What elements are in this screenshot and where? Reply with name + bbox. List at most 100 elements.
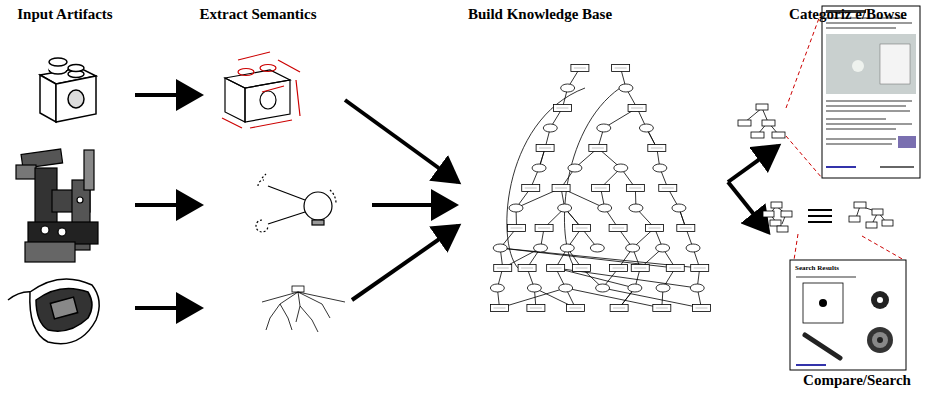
graph-oval [568, 164, 582, 172]
graph-box [610, 305, 628, 312]
graph-oval [597, 124, 611, 132]
graph-oval [656, 244, 670, 252]
graph-box [547, 265, 565, 272]
column-heading: Compare/Search [803, 372, 911, 389]
column-heading: Categoriz e/Bowse [789, 6, 907, 23]
graph-box-text [612, 228, 624, 229]
column-heading: Build Knowledge Base [468, 6, 612, 23]
graph-oval [558, 204, 572, 212]
graph-box [589, 145, 607, 152]
graph-oval [629, 204, 643, 212]
graph-box [648, 145, 666, 152]
graph-box [631, 265, 649, 272]
graph-oval [690, 284, 704, 292]
browse-thumbnail [822, 6, 920, 178]
graph-box-text [613, 268, 625, 269]
graph-box [691, 265, 709, 272]
graph-box [522, 185, 540, 192]
knowledge-graph [490, 65, 710, 312]
tree-icon [738, 104, 785, 138]
flow-arrow [135, 95, 200, 308]
joint-sketch [256, 174, 336, 232]
graph-box [535, 225, 553, 232]
graph-nodes [490, 65, 710, 312]
graph-box [536, 145, 554, 152]
graph-box [518, 265, 536, 272]
graph-oval [560, 244, 574, 252]
diverge-arrow [728, 146, 778, 232]
graph-box-text [629, 188, 641, 189]
graph-box-text [656, 308, 668, 309]
graph-oval [509, 204, 523, 212]
graph-oval [656, 284, 670, 292]
graph-box-text [555, 188, 567, 189]
graph-box-text [613, 308, 625, 309]
graph-oval [614, 164, 628, 172]
graph-box-text [576, 268, 588, 269]
graph-oval [628, 284, 642, 292]
graph-box-text [494, 308, 506, 309]
graph-box [566, 305, 584, 312]
graph-box-text [680, 228, 692, 229]
graph-oval [493, 244, 507, 252]
graph-box-text [574, 68, 586, 69]
zoom-line [786, 136, 822, 178]
graph-oval [653, 164, 667, 172]
graph-box [508, 225, 526, 232]
graph-box-text [556, 108, 568, 109]
graph-oval [534, 244, 548, 252]
graph-box-text [615, 68, 627, 69]
graph-box [626, 185, 644, 192]
graph-box [628, 105, 646, 112]
graph-box [692, 305, 710, 312]
zoom-line [862, 236, 904, 260]
graph-box-text [511, 228, 523, 229]
graph-oval [543, 124, 557, 132]
zoom-line [786, 10, 822, 108]
graph-oval [532, 164, 546, 172]
zoom-line [794, 234, 798, 260]
graph-box [592, 185, 610, 192]
graph-box-text [569, 308, 581, 309]
graph-links [497, 68, 701, 308]
graph-box-text [651, 148, 663, 149]
graph-box-text [669, 268, 681, 269]
graph-compare [763, 202, 893, 232]
graph-box [677, 225, 695, 232]
graph-oval [639, 124, 653, 132]
graph-box [527, 305, 545, 312]
graph-box [653, 305, 671, 312]
graph-link [564, 88, 620, 268]
graph-box [609, 225, 627, 232]
graph-oval [672, 204, 686, 212]
converge-arrow [345, 100, 458, 300]
lego-brick [40, 58, 96, 122]
attribute-tree [262, 286, 345, 332]
graph-box [573, 265, 591, 272]
graph-box-text [539, 148, 551, 149]
graph-box-text [694, 268, 706, 269]
graph-oval [598, 204, 612, 212]
graph-box-text [634, 268, 646, 269]
graph-box [646, 225, 664, 232]
graph-oval [590, 244, 604, 252]
graph-box-text [576, 228, 588, 229]
graph-box [491, 305, 509, 312]
graph-box [659, 185, 677, 192]
graph-box-text [530, 308, 542, 309]
graph-oval [596, 284, 610, 292]
graph-box [610, 265, 628, 272]
graph-oval [490, 284, 504, 292]
graph-box-text [521, 268, 533, 269]
graph-box [573, 225, 591, 232]
graph-box-text [525, 188, 537, 189]
graph-box-text [631, 108, 643, 109]
graph-box-text [662, 188, 674, 189]
graph-box [494, 265, 512, 272]
graph-link [507, 88, 585, 270]
thumbnail-title: Search Results [795, 264, 839, 272]
graph-box [571, 65, 589, 72]
graph-box-text [695, 308, 707, 309]
graph-box [553, 105, 571, 112]
